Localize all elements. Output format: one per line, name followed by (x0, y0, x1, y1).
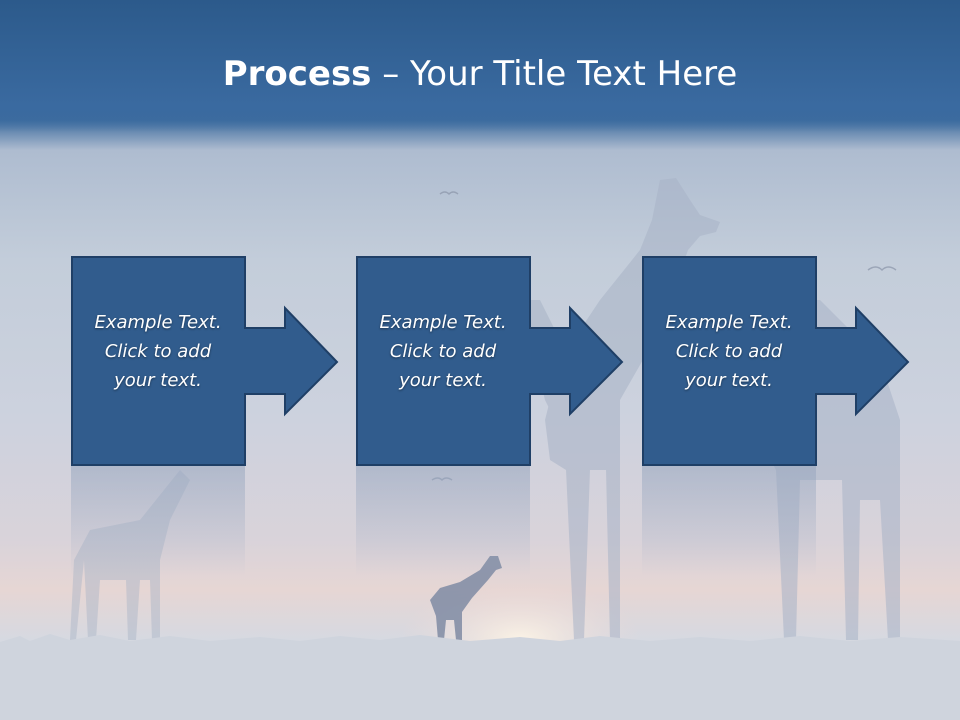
step-2-text[interactable]: Example Text. Click to add your text. (360, 308, 526, 395)
step-1-reflection (71, 466, 245, 576)
arrow-box-shape (356, 256, 624, 466)
step-1-line-1: Example Text. (94, 312, 222, 333)
step-3-reflection (642, 466, 816, 576)
process-step-1[interactable]: Example Text. Click to add your text. (71, 256, 341, 468)
title-bold-text: Process (222, 54, 372, 94)
step-2-line-3: your text. (399, 370, 487, 391)
process-step-2[interactable]: Example Text. Click to add your text. (356, 256, 626, 468)
step-1-line-3: your text. (114, 370, 202, 391)
step-3-text[interactable]: Example Text. Click to add your text. (646, 308, 812, 395)
arrow-box-shape (642, 256, 910, 466)
title-band (0, 0, 960, 132)
slide-title[interactable]: Process – Your Title Text Here (0, 52, 960, 96)
step-1-text[interactable]: Example Text. Click to add your text. (75, 308, 241, 395)
step-3-line-2: Click to add (675, 341, 783, 362)
title-rest-text: – Your Title Text Here (371, 54, 738, 94)
step-1-line-2: Click to add (104, 341, 212, 362)
arrow-box-shape (71, 256, 339, 466)
step-2-reflection (356, 466, 530, 576)
process-step-3[interactable]: Example Text. Click to add your text. (642, 256, 912, 468)
step-3-line-1: Example Text. (665, 312, 793, 333)
step-2-line-1: Example Text. (379, 312, 507, 333)
step-2-line-2: Click to add (389, 341, 497, 362)
step-3-line-3: your text. (685, 370, 773, 391)
